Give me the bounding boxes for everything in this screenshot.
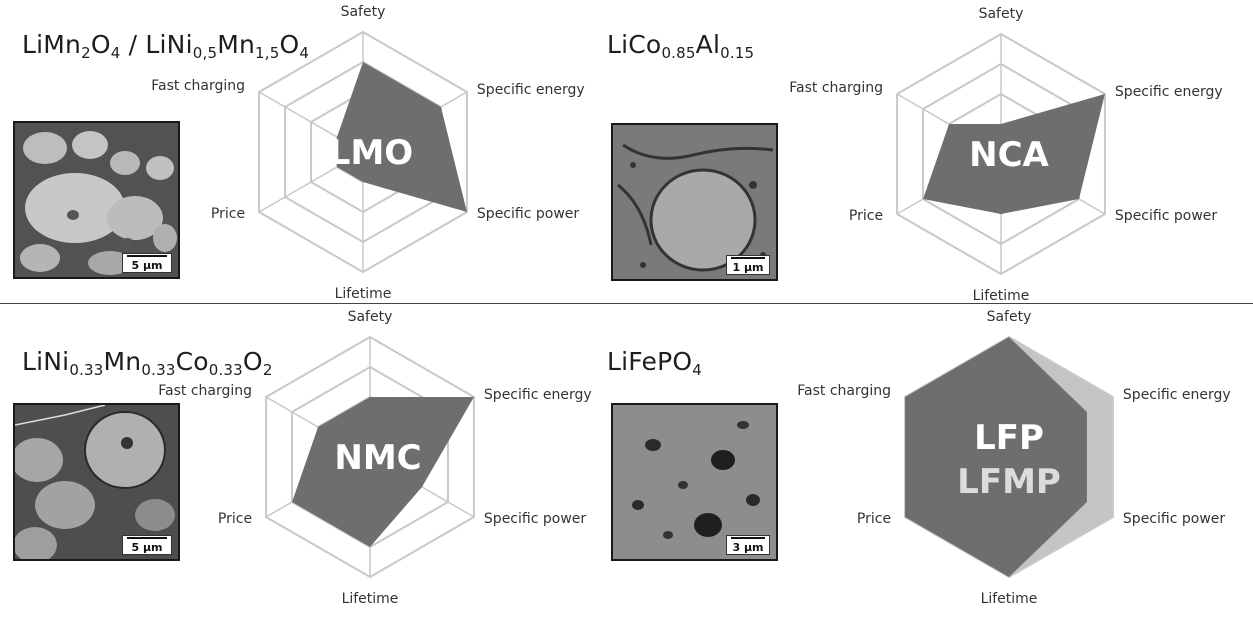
axis-label-safety: Safety (341, 4, 386, 20)
formula-text: O (90, 30, 111, 59)
axis-label-fast-charging: Fast charging (158, 383, 252, 399)
axis-label-lifetime: Lifetime (973, 288, 1030, 304)
axis-label-fast-charging: Fast charging (789, 80, 883, 96)
formula-text: Mn (217, 30, 256, 59)
radar-area-nmc (292, 397, 474, 547)
scale-bar-lfp: 3 µm (726, 535, 770, 555)
formula-text: LiFePO (607, 347, 693, 376)
sem-micrograph-lmo (15, 123, 178, 277)
radar-area-lmo (337, 62, 467, 212)
chemistry-label: LMO (329, 133, 413, 173)
scale-bar-nca: 1 µm (726, 255, 770, 275)
axis-label-specific-energy: Specific energy (1115, 84, 1223, 100)
formula-subscript: 4 (692, 361, 702, 379)
chemistry-label: NCA (969, 135, 1049, 175)
formula-text: / LiNi (120, 30, 193, 59)
axis-label-specific-energy: Specific energy (477, 82, 585, 98)
formula-text: Al (695, 30, 721, 59)
axis-label-fast-charging: Fast charging (797, 383, 891, 399)
scale-bar-lmo: 5 µm (122, 253, 172, 273)
scale-bar-line (127, 537, 167, 539)
sem-micrograph-nmc (15, 405, 178, 559)
formula-text: LiCo (607, 30, 662, 59)
axis-label-price: Price (849, 208, 883, 224)
formula-subscript: 0.33 (141, 361, 176, 379)
axis-label-fast-charging: Fast charging (151, 78, 245, 94)
scale-bar-label: 5 µm (131, 259, 163, 272)
formula-text: Co (175, 347, 209, 376)
radar-area-nca (923, 94, 1105, 214)
scale-bar-nmc: 5 µm (122, 535, 172, 555)
axis-label-specific-energy: Specific energy (1123, 387, 1231, 403)
formula-subscript: 0.15 (720, 44, 755, 62)
axis-label-lifetime: Lifetime (981, 591, 1038, 607)
axis-label-safety: Safety (979, 6, 1024, 22)
scale-bar-line (731, 537, 765, 539)
formula-lmo: LiMn2O4 / LiNi0,5Mn1,5O4 (22, 30, 309, 62)
sem-micrograph-lfp (613, 405, 776, 559)
axis-label-price: Price (857, 511, 891, 527)
axis-label-safety: Safety (348, 309, 393, 325)
chemistry-label: NMC (334, 438, 421, 478)
formula-nmc: LiNi0.33Mn0.33Co0.33O2 (22, 347, 273, 379)
formula-subscript: 0.85 (661, 44, 696, 62)
formula-lfp: LiFePO4 (607, 347, 702, 379)
formula-text: O (242, 347, 263, 376)
formula-nca: LiCo0.85Al0.15 (607, 30, 754, 62)
axis-label-price: Price (211, 206, 245, 222)
radar-area-lfp (905, 337, 1087, 577)
formula-text: LiMn (22, 30, 82, 59)
scale-bar-line (127, 255, 167, 257)
axis-label-specific-power: Specific power (477, 206, 579, 222)
formula-subscript: 0,5 (192, 44, 218, 62)
sem-image-lfp: 3 µm (611, 403, 778, 561)
formula-subscript: 2 (262, 361, 273, 379)
axis-label-specific-power: Specific power (1115, 208, 1217, 224)
sem-micrograph-nca (613, 125, 776, 279)
formula-text: O (279, 30, 300, 59)
formula-subscript: 0.33 (69, 361, 104, 379)
scale-bar-line (731, 257, 765, 259)
scale-bar-label: 3 µm (732, 541, 764, 554)
formula-subscript: 0.33 (208, 361, 243, 379)
formula-subscript: 4 (299, 44, 310, 62)
formula-subscript: 2 (81, 44, 91, 62)
scale-bar-label: 5 µm (131, 541, 163, 554)
formula-text: LiNi (22, 347, 70, 376)
axis-label-lifetime: Lifetime (342, 591, 399, 607)
chemistry-label: LFP (974, 418, 1044, 458)
formula-subscript: 1,5 (255, 44, 280, 62)
sem-image-nmc: 5 µm (13, 403, 180, 561)
sem-image-lmo: 5 µm (13, 121, 180, 279)
axis-label-specific-energy: Specific energy (484, 387, 592, 403)
axis-label-lifetime: Lifetime (335, 286, 392, 302)
axis-label-price: Price (218, 511, 252, 527)
row-divider (0, 303, 1253, 304)
axis-label-safety: Safety (987, 309, 1032, 325)
formula-subscript: 4 (110, 44, 121, 62)
formula-text: Mn (103, 347, 142, 376)
scale-bar-label: 1 µm (732, 261, 764, 274)
axis-label-specific-power: Specific power (484, 511, 586, 527)
axis-label-specific-power: Specific power (1123, 511, 1225, 527)
sem-image-nca: 1 µm (611, 123, 778, 281)
chemistry-label-secondary: LFMP (957, 462, 1061, 502)
